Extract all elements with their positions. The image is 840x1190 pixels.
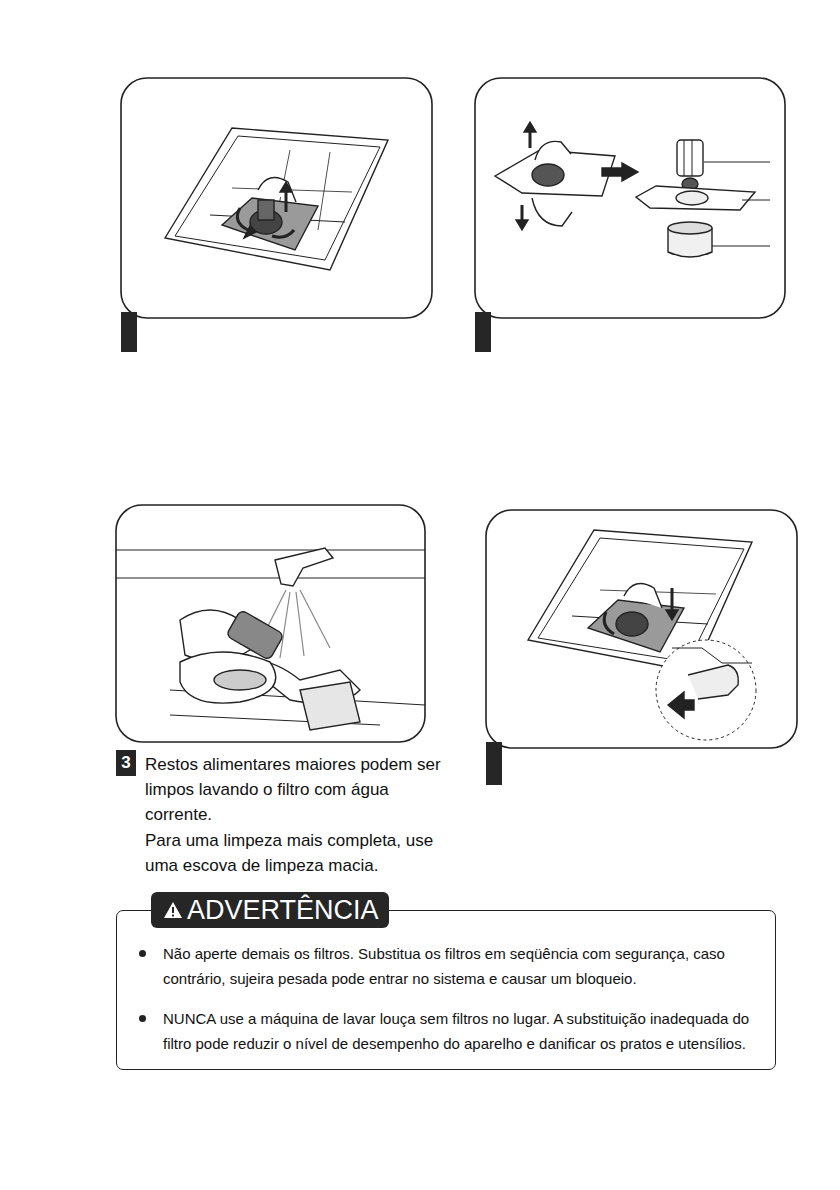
- step-tabs: [121, 312, 502, 785]
- tub-floor-4: [528, 530, 756, 740]
- step-number: 3: [121, 753, 130, 773]
- tub-floor-1: [165, 128, 388, 270]
- bullet-dot: [139, 950, 146, 957]
- warning-box: ADVERTÊNCIANão aperte demais os filtros.…: [116, 910, 776, 1070]
- warning-heading: ADVERTÊNCIA: [187, 895, 379, 926]
- warning-bullet: NUNCA use a máquina de lavar louça sem f…: [163, 1006, 775, 1056]
- rinsing-scene: [116, 548, 425, 730]
- step-tab: 3: [116, 750, 136, 776]
- step-text: Restos alimentares maiores podem ser lim…: [145, 752, 445, 827]
- warning-bullet: Não aperte demais os filtros. Substitua …: [163, 941, 775, 991]
- warning-badge: ADVERTÊNCIA: [151, 892, 389, 928]
- warning-icon: [163, 901, 183, 919]
- panel-frames: [116, 78, 797, 748]
- filter-assembly: [495, 122, 770, 257]
- bullet-dot: [139, 1015, 146, 1022]
- step-text: Para uma limpeza mais completa, use uma …: [145, 828, 445, 878]
